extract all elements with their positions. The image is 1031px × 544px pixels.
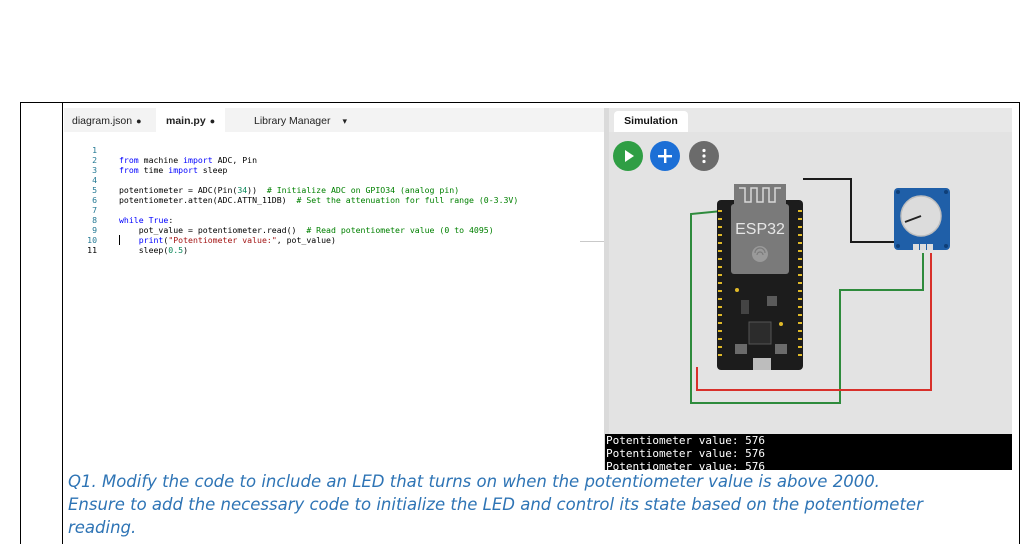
code-line: 4 potentiometer = ADC(Pin(34)) # Initial… [64,165,459,195]
code-editor: diagram.json● main.py● Library Manager▾ … [64,108,605,470]
overview-ruler-mark [580,241,604,242]
pane-divider[interactable] [604,108,609,470]
line-number: 7 [92,205,97,215]
code-line: 7 while True: [64,195,173,225]
code-line: 3 [64,155,97,175]
code-text: potentiometer = ADC(Pin(34)) # Initializ… [119,185,460,195]
code-line: 8 pot_value = potentiometer.read() # Rea… [64,205,494,235]
esp32-board[interactable]: ESP32 [717,184,803,370]
circuit-diagram: ESP32 [690,178,950,404]
line-number: 11 [87,245,97,255]
tab-label: diagram.json [72,115,133,127]
wire-green [690,210,924,404]
unsaved-dot-icon: ● [209,116,216,126]
line-number: 4 [92,175,97,185]
code-text: from machine import ADC, Pin [119,155,258,165]
line-number: 10 [87,235,97,245]
table-border-left [20,102,21,544]
line-number: 1 [92,145,97,155]
chevron-down-icon[interactable]: ▾ [342,116,347,126]
question-line: Ensure to add the necessary code to init… [68,495,923,514]
line-number: 8 [92,215,97,225]
unsaved-dot-icon: ● [136,116,142,126]
table-border-top [20,102,1020,103]
code-line: 11 [64,235,120,255]
code-line: 2 from time import sleep [64,145,227,175]
editor-tab-bar: diagram.json● main.py● Library Manager▾ [64,108,605,132]
serial-monitor: Potentiometer value: 576 Potentiometer v… [605,434,1012,470]
plus-icon [658,149,672,163]
line-number: 5 [92,185,97,195]
line-number: 2 [92,155,97,165]
tab-main-py[interactable]: main.py● [156,108,226,132]
simulation-canvas[interactable]: ESP32 [609,132,1012,434]
code-text: pot_value = potentiometer.read() # Read … [119,225,494,235]
tab-label: main.py [166,115,206,127]
potentiometer-part[interactable] [894,188,950,250]
question-line: Q1. Modify the code to include an LED th… [68,472,880,491]
esp32-label: ESP32 [735,221,785,238]
serial-output-line: Potentiometer value: 576 [606,447,765,460]
line-number: 6 [92,195,97,205]
simulation-panel: Simulation [609,108,1012,434]
code-text: sleep(0.5) [119,245,189,255]
tab-library-manager[interactable]: Library Manager ▾ [254,108,347,132]
line-number: 9 [92,225,97,235]
code-line: 6 [64,185,97,205]
more-vertical-icon [702,148,706,164]
add-part-button[interactable] [650,141,680,171]
tab-simulation[interactable]: Simulation [614,111,688,132]
code-text: print("Potentiometer value:", pot_value) [138,235,336,245]
wire-red [696,253,932,391]
line-number: 3 [92,165,97,175]
tab-label: Library Manager [254,115,331,127]
play-icon [625,150,634,162]
more-button[interactable] [689,141,719,171]
code-line: 1 from machine import ADC, Pin [64,135,257,165]
code-text: from time import sleep [119,165,228,175]
code-line: 5 potentiometer.atten(ADC.ATTN_11DB) # S… [64,175,518,205]
serial-output-line: Potentiometer value: 576 [606,434,765,447]
code-line: 9 print("Potentiometer value:", pot_valu… [64,215,336,245]
play-button[interactable] [613,141,643,171]
table-border-right [1019,102,1020,544]
code-line: 10 sleep(0.5) [64,225,188,255]
table-cell-divider [62,102,63,544]
text-cursor [119,235,120,245]
tab-diagram-json[interactable]: diagram.json● [72,108,142,132]
question-line: reading. [68,518,137,537]
code-text: potentiometer.atten(ADC.ATTN_11DB) # Set… [119,195,519,205]
code-text: while True: [119,215,174,225]
serial-output-line: Potentiometer value: 576 [606,460,765,470]
